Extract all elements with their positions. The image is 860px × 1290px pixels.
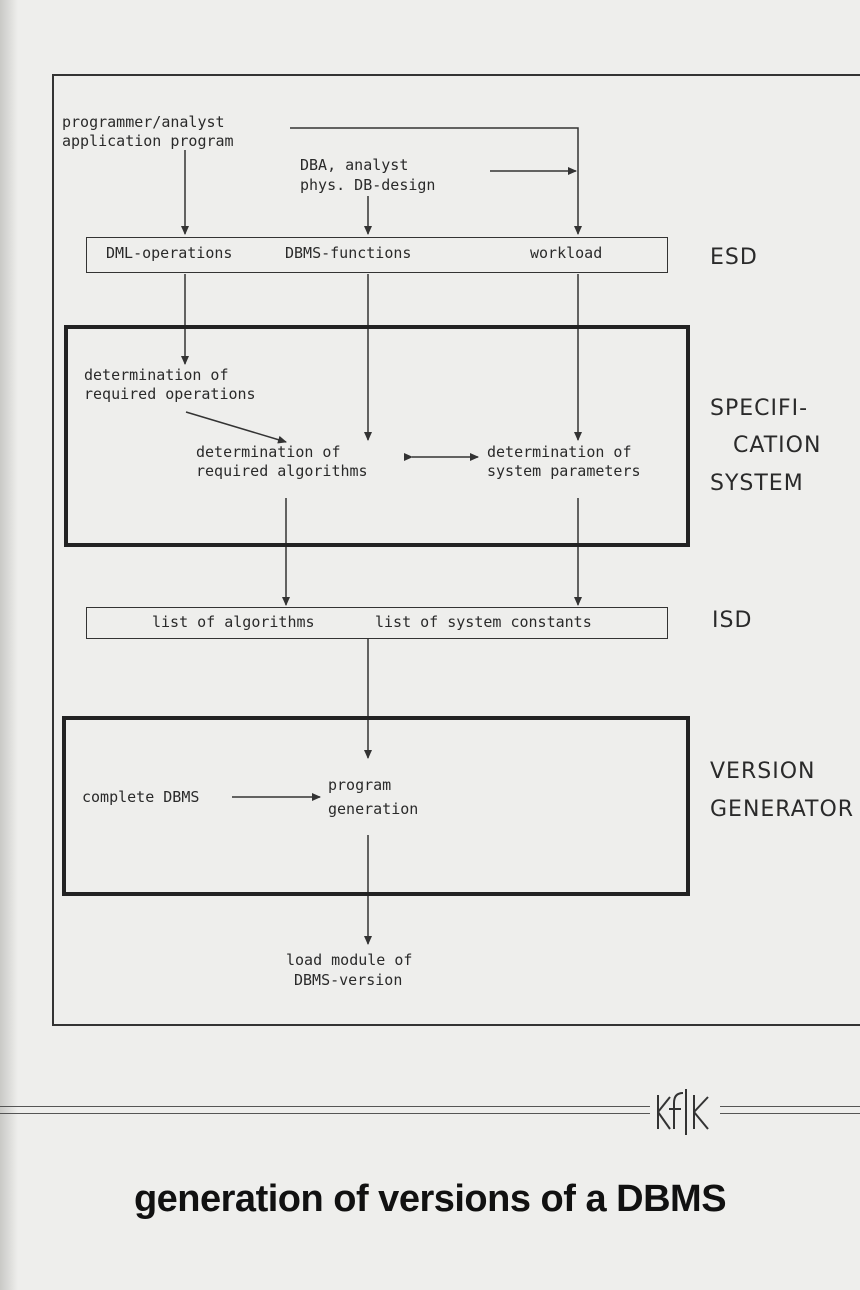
list-of-algorithms-label: list of algorithms [152,613,315,631]
esd-box [86,237,668,273]
complete-dbms-label: complete DBMS [82,788,200,806]
programmer-line1: programmer/analyst [62,113,225,131]
rule-line-top [0,1106,860,1107]
version-generator-side-label-line2: GENERATOR [710,797,855,822]
kfk-logo [650,1089,720,1135]
version-generator-side-label-line1: VERSION [710,759,816,784]
arrow-ops-to-algorithms [185,411,287,444]
slide-edge [0,0,18,1290]
required-algorithms-line2: required algorithms [196,462,368,480]
isd-side-label: ISD [712,608,753,633]
diagram-frame [52,74,860,1026]
version-generator-box [62,716,690,896]
line-programmer-to-workload [290,127,582,235]
dbms-functions-label: DBMS-functions [285,244,412,262]
programmer-line2: application program [62,132,234,150]
isd-box [86,607,668,639]
esd-side-label: ESD [710,245,758,270]
list-of-system-constants-label: list of system constants [375,613,592,631]
specification-side-label-line1: SPECIFI- [710,396,809,421]
load-module-line1: load module of [286,951,413,969]
program-generation-line2: generation [328,800,419,818]
required-operations-line1: determination of [84,366,229,384]
system-parameters-line2: system parameters [487,462,641,480]
dba-line2: phys. DB-design [300,176,436,194]
required-operations-line2: required operations [84,385,256,403]
rule-line-bottom [0,1113,860,1114]
specification-side-label-line2: CATION [733,433,822,458]
workload-label: workload [530,244,603,262]
specification-system-box [64,325,690,547]
required-algorithms-line1: determination of [196,443,341,461]
slide-caption: generation of versions of a DBMS [133,1178,727,1220]
dml-operations-label: DML-operations [106,244,233,262]
program-generation-line1: program [328,776,392,794]
load-module-line2: DBMS-version [294,971,403,989]
specification-side-label-line3: SYSTEM [710,471,804,496]
dba-line1: DBA, analyst [300,156,409,174]
system-parameters-line1: determination of [487,443,632,461]
